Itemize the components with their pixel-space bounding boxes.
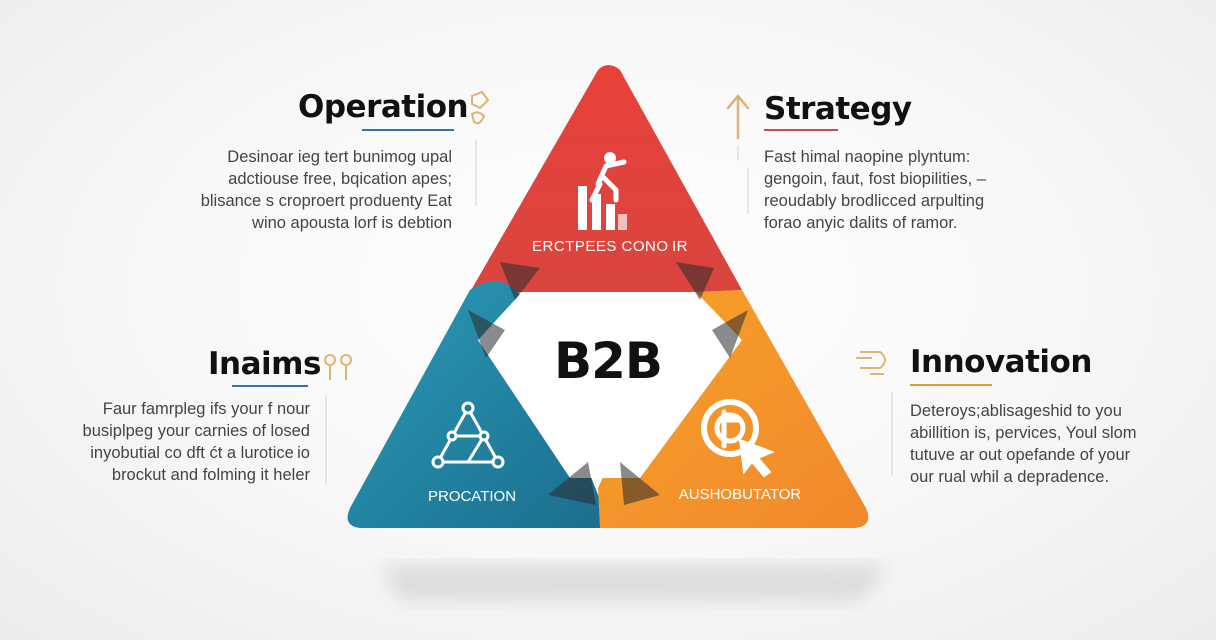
strategy-line-3: reoudably brodlicced arpulting: [764, 192, 985, 210]
innovation-heading: Innovation: [910, 344, 1092, 380]
innovation-side-icon: [856, 351, 886, 375]
notch-top-right: [676, 262, 714, 300]
arrow-notches: [468, 262, 748, 505]
operation-description: Desinoar ieg tert bunimog upal adctiouse…: [201, 146, 452, 234]
strategy-underline: [764, 129, 838, 131]
inaims-heading: Inaims: [208, 346, 321, 382]
notch-top-left: [500, 262, 540, 300]
segment-right-label: AUSHOBUTATOR: [678, 486, 802, 503]
notch-right-top: [712, 310, 748, 358]
strategy-line-4: forao anyic dalits of ramor.: [764, 214, 958, 232]
inaims-line-2: busiplpeg your carnies of losed: [82, 422, 310, 440]
strategy-description: Fast himal naopine plyntum: gengoin, fau…: [764, 146, 986, 234]
segment-top-label: ERCTPEES CONO IR: [531, 238, 689, 255]
strategy-arrow-up-icon: [726, 94, 750, 161]
innovation-line-3: tutuve ar out opefande of your: [910, 446, 1131, 464]
operation-line-2: adctiouse free, bqication apes;: [228, 170, 452, 188]
innovation-line-2: abillition is, pervices, Youl slom: [910, 424, 1137, 442]
innovation-line-4: our rual whil a depradence.: [910, 468, 1110, 486]
center-hexagon: [478, 292, 742, 478]
inaims-description: Faur famrpleg ifs your f nour busiplpeg …: [83, 398, 310, 486]
network-triangle-icon: [431, 401, 505, 469]
inaims-side-icon: [324, 354, 352, 380]
strategy-heading: Strategy: [764, 91, 912, 127]
person-climbing-bar-chart-icon: [578, 152, 627, 230]
operation-line-4: wino apousta lorf is debtion: [252, 214, 452, 232]
inaims-line-1: Faur famrpleg ifs your f nour: [102, 400, 310, 418]
operation-side-icon: [470, 90, 490, 125]
strategy-line-1: Fast himal naopine plyntum:: [764, 148, 971, 166]
inaims-underline: [232, 385, 308, 387]
inaims-line-3: inyobutial co dft ćt a lurotice io: [90, 444, 310, 462]
operation-line-3: blisance s croproert produenty Eat: [200, 192, 452, 210]
operation-line-1: Desinoar ieg tert bunimog upal: [227, 148, 452, 166]
innovation-line-1: Deteroys;ablisageshid to you: [910, 402, 1122, 420]
operation-heading: Operation: [298, 89, 469, 125]
notch-left-top: [468, 310, 505, 358]
target-cursor-icon: [701, 399, 775, 478]
notch-bottom-right: [620, 462, 660, 505]
inaims-line-4: brockut and folming it heler: [111, 466, 310, 484]
notch-bottom-left: [548, 462, 596, 505]
segment-left-label: PROCATION: [427, 488, 517, 505]
innovation-underline: [910, 384, 992, 386]
innovation-description: Deteroys;ablisageshid to you abillition …: [910, 400, 1137, 488]
center-label: B2B: [553, 332, 663, 390]
operation-underline: [362, 129, 454, 131]
strategy-line-2: gengoin, faut, fost biopilities, –: [764, 170, 986, 188]
triangle-shadow: [380, 565, 890, 600]
